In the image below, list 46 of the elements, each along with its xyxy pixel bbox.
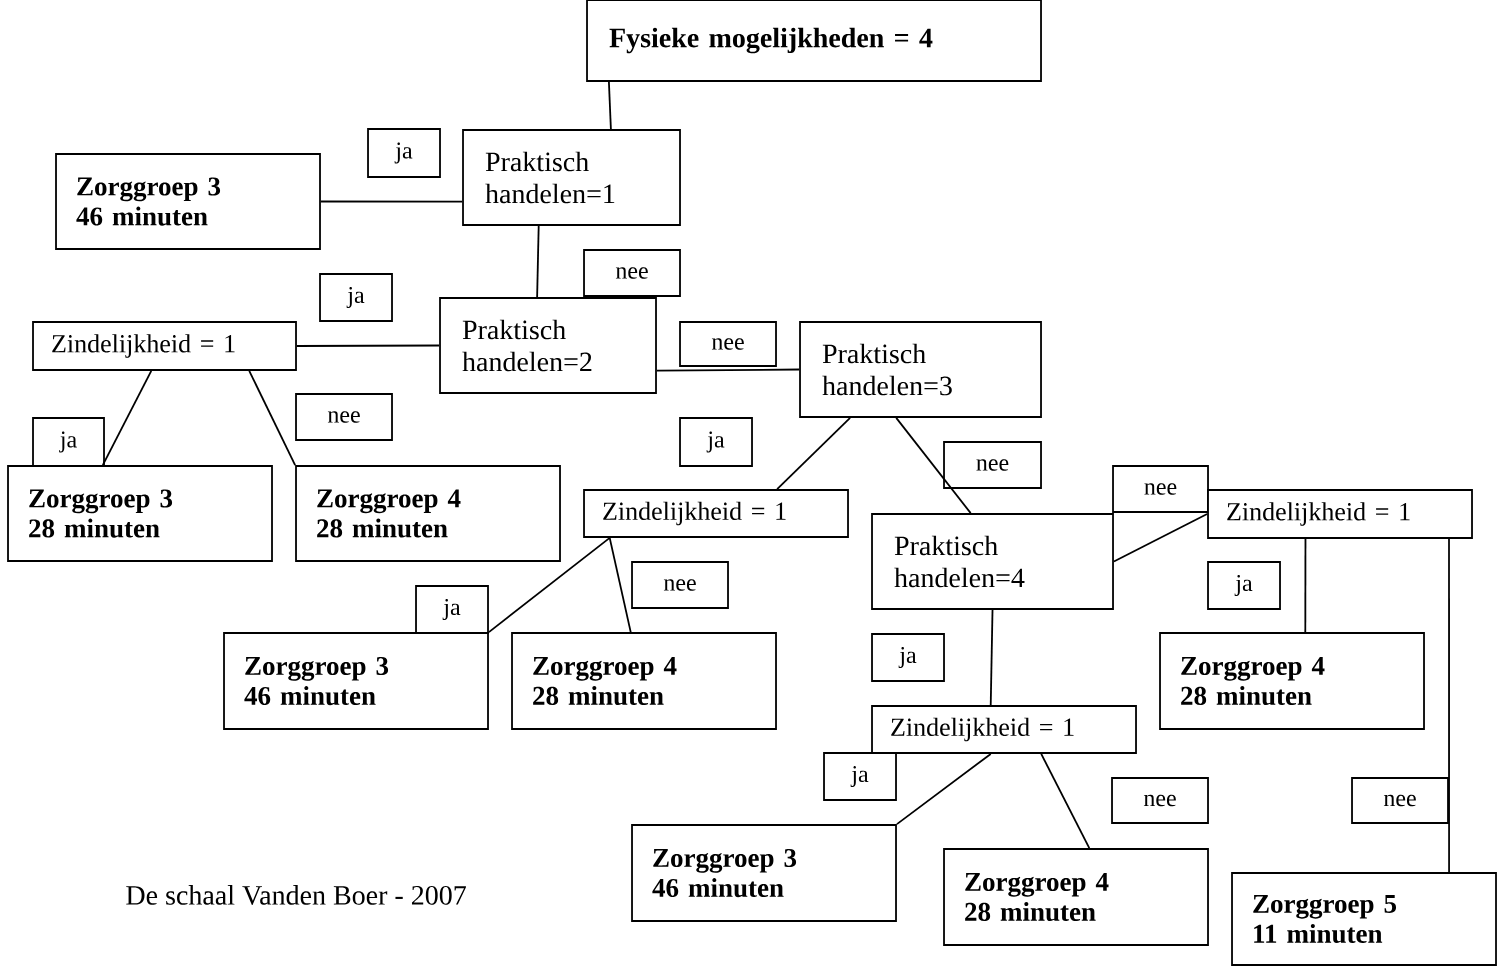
result-box: Zorggroep 4 28 minuten: [295, 465, 561, 562]
result-box: Zorggroep 4 28 minuten: [511, 632, 777, 730]
answer-box: nee: [631, 561, 729, 609]
connector-line: [320, 200, 463, 203]
connector-line: [608, 537, 632, 633]
decision-box: Praktisch handelen=3: [799, 321, 1042, 418]
connector-line: [488, 537, 611, 633]
connector-line: [896, 753, 992, 825]
connector-line: [895, 417, 972, 514]
connector-line: [989, 609, 994, 706]
answer-box: ja: [32, 417, 105, 467]
decision-box: Zindelijkheid = 1: [1207, 489, 1473, 539]
result-box: Zorggroep 5 11 minuten: [1231, 872, 1497, 966]
decision-box: Praktisch handelen=1: [462, 129, 681, 226]
answer-box: nee: [583, 249, 681, 297]
answer-box: nee: [679, 321, 777, 367]
answer-box: ja: [1207, 561, 1281, 610]
answer-box: nee: [295, 393, 393, 441]
answer-box: ja: [679, 417, 753, 467]
result-box: Zorggroep 3 46 minuten: [55, 153, 321, 250]
answer-box: ja: [871, 633, 945, 682]
connector-line: [1448, 538, 1450, 873]
decision-box: Zindelijkheid = 1: [583, 489, 849, 538]
answer-box: ja: [823, 752, 897, 801]
answer-box: nee: [1111, 777, 1209, 824]
heading-box: Fysieke mogelijkheden = 4: [586, 0, 1042, 82]
result-box: Zorggroep 4 28 minuten: [943, 848, 1209, 946]
credit-text: De schaal Vanden Boer - 2007: [126, 885, 466, 905]
answer-box: nee: [1351, 777, 1449, 824]
connector-line: [776, 417, 851, 490]
answer-box: ja: [319, 273, 393, 322]
answer-box: nee: [1112, 465, 1209, 513]
connector-line: [608, 81, 612, 130]
connector-line: [656, 368, 800, 372]
connector-line: [296, 344, 440, 347]
connector-line: [1304, 538, 1307, 633]
answer-box: ja: [367, 128, 441, 178]
result-box: Zorggroep 4 28 minuten: [1159, 632, 1425, 730]
connector-line: [248, 370, 296, 466]
connector-line: [536, 225, 540, 298]
answer-box: nee: [943, 441, 1042, 489]
decision-box: Zindelijkheid = 1: [32, 321, 297, 371]
answer-box: ja: [415, 585, 489, 634]
connector-line: [1040, 753, 1091, 849]
decision-box: Praktisch handelen=4: [871, 513, 1114, 610]
result-box: Zorggroep 3 46 minuten: [631, 824, 897, 922]
